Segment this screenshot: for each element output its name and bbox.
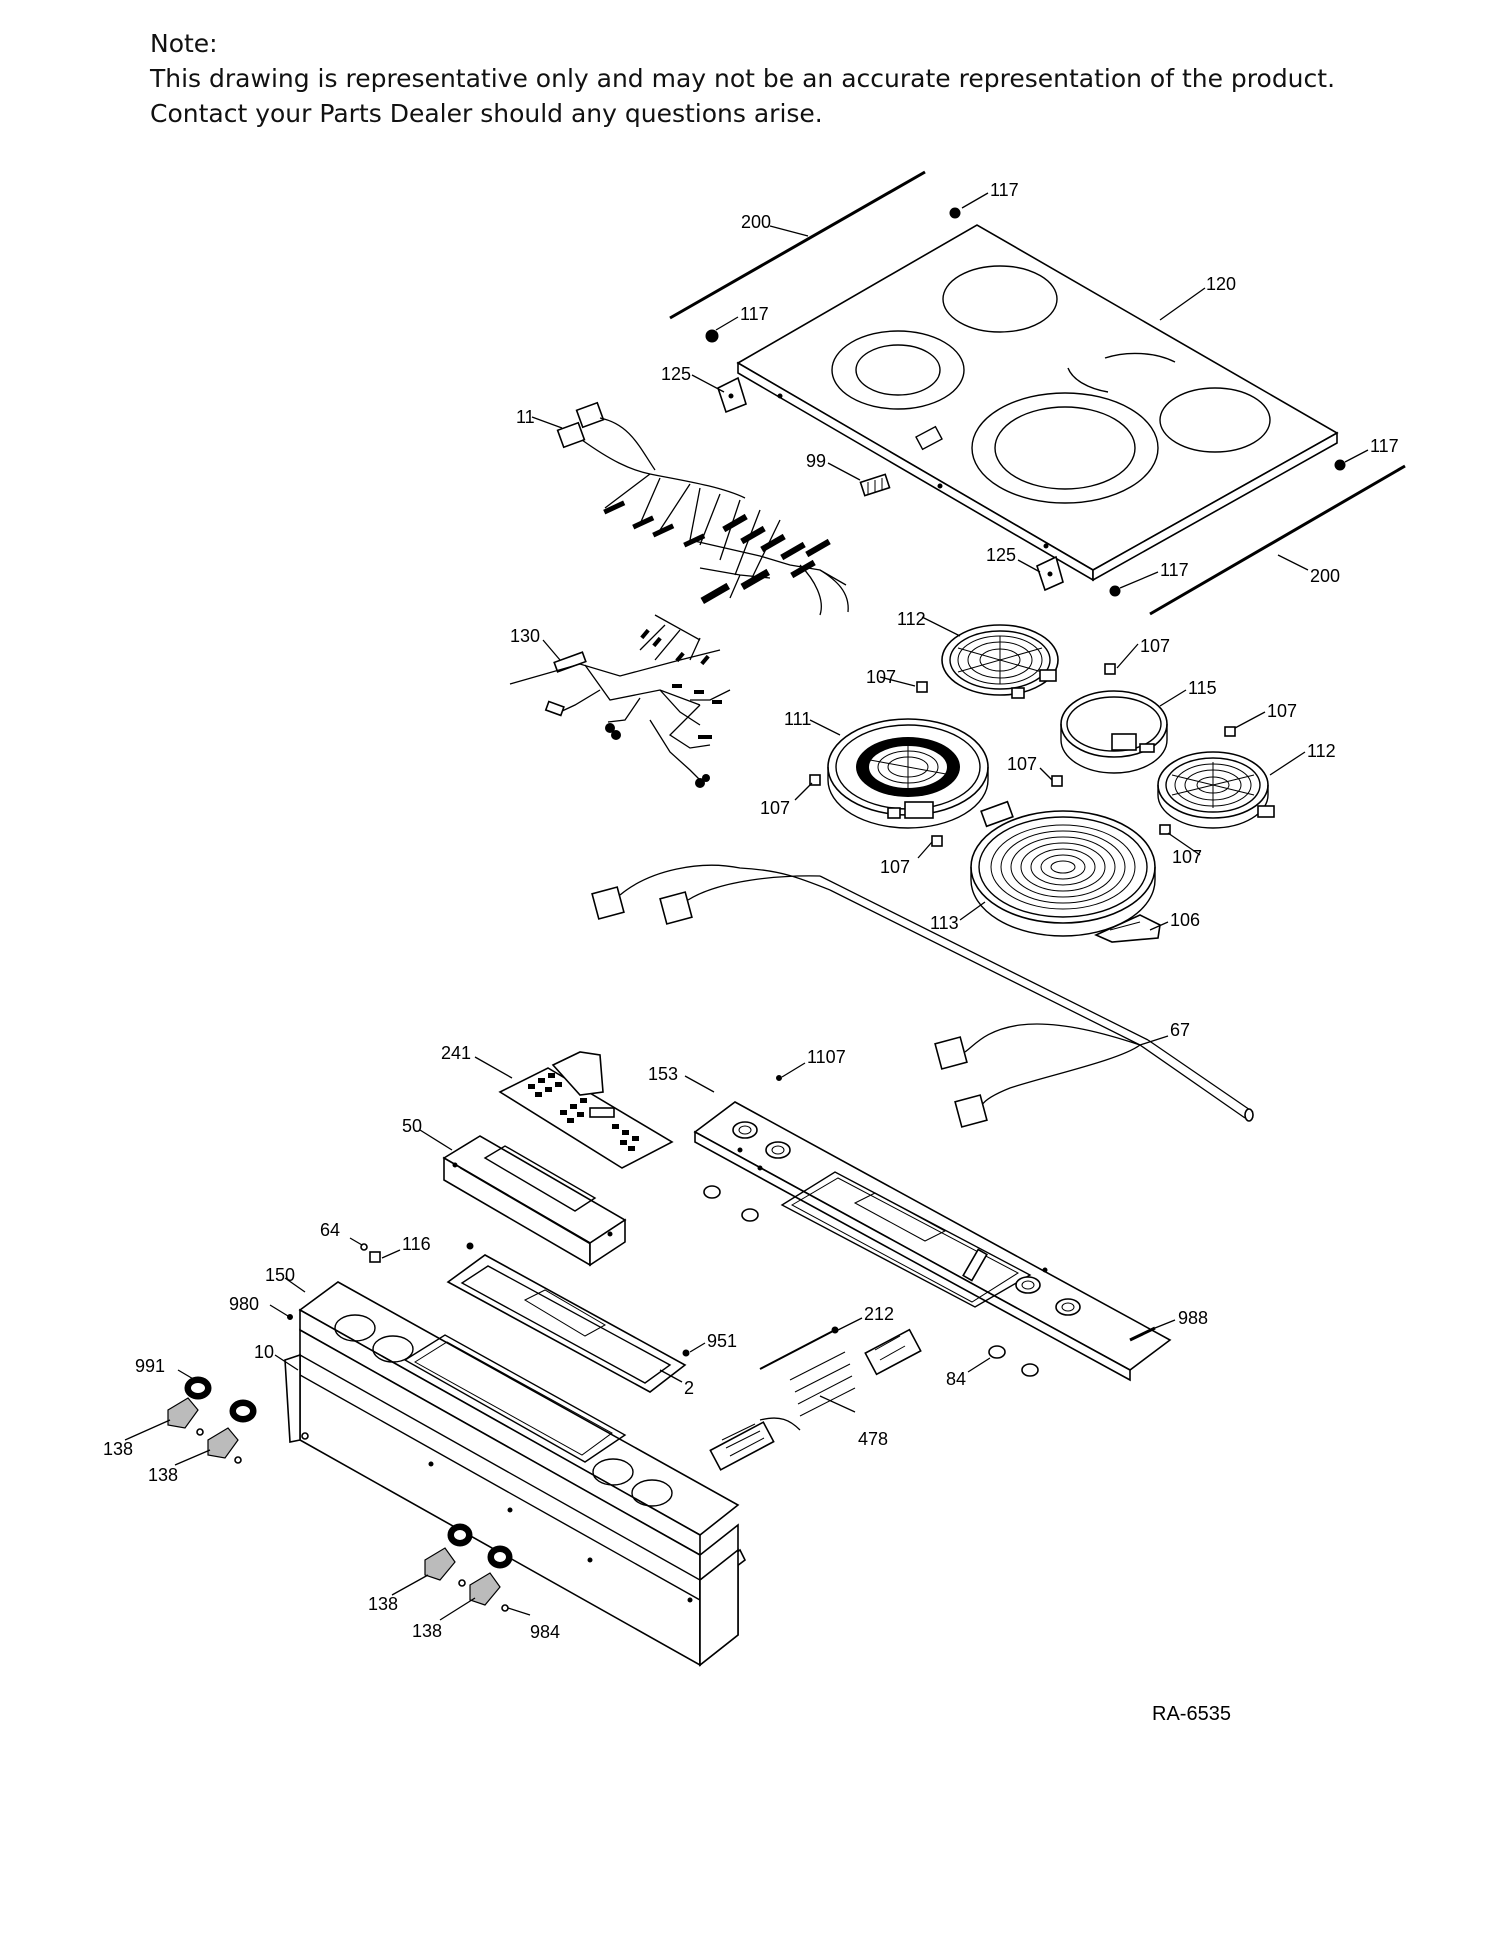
- leader-lines: [124, 192, 1369, 1621]
- callout-107-e: 107: [760, 798, 790, 818]
- callout-107-g: 107: [880, 857, 910, 877]
- callout-107-a: 107: [1140, 636, 1170, 656]
- callout-117-b: 117: [740, 304, 769, 324]
- radiant-element-112-top: [941, 624, 1059, 699]
- callout-10: 10: [254, 1342, 274, 1362]
- terminal-block-99: [859, 473, 891, 497]
- clip-107-parts: [809, 663, 1236, 847]
- callout-138-c: 138: [368, 1594, 398, 1614]
- callout-212: 212: [864, 1304, 894, 1324]
- callout-130: 130: [510, 626, 540, 646]
- callout-980: 980: [229, 1294, 259, 1314]
- dual-element-ring-115: [1060, 690, 1168, 774]
- callout-113: 113: [930, 913, 959, 933]
- callout-138-d: 138: [412, 1621, 442, 1641]
- bumper-117-parts: [705, 207, 1346, 597]
- callout-2: 2: [684, 1378, 694, 1398]
- screw-1107: [776, 1075, 782, 1081]
- callout-112-a: 112: [897, 609, 926, 629]
- bracket-125-parts: [717, 376, 1064, 592]
- callout-125-a: 125: [661, 364, 691, 384]
- callout-11: 11: [516, 407, 535, 427]
- callout-150: 150: [265, 1265, 295, 1285]
- screw-951: [682, 1349, 690, 1357]
- backsplash-panel-153: [693, 1101, 1172, 1382]
- control-board-50: [442, 1135, 627, 1267]
- trim-rod-200-bottom: [1149, 464, 1406, 616]
- screw-64: [360, 1243, 368, 1251]
- callout-138-a: 138: [103, 1439, 133, 1459]
- callout-112-b: 112: [1307, 741, 1336, 761]
- callout-984: 984: [530, 1622, 560, 1642]
- callout-478: 478: [858, 1429, 888, 1449]
- trim-rod-200-top: [669, 170, 926, 320]
- dual-radiant-element-111: [827, 718, 989, 829]
- callout-115: 115: [1188, 678, 1217, 698]
- limiter-part-106: [1094, 914, 1161, 943]
- callout-117-a: 117: [990, 180, 1019, 200]
- callout-991: 991: [135, 1356, 165, 1376]
- callout-64: 64: [320, 1220, 340, 1240]
- callout-117-d: 117: [1160, 560, 1189, 580]
- callout-labels: 200 117 120 117 125 11 99 117 125 117 20…: [103, 180, 1399, 1642]
- note-line-1: This drawing is representative only and …: [150, 64, 1336, 93]
- callout-106: 106: [1170, 910, 1200, 930]
- drawing-note: Note: This drawing is representative onl…: [150, 26, 1335, 131]
- knob-insert-84-parts: [703, 1185, 1039, 1377]
- callout-99: 99: [806, 451, 826, 471]
- bracket-frame-part-2: [446, 1242, 687, 1393]
- radiant-element-112-right: [1157, 751, 1275, 829]
- callout-988: 988: [1178, 1308, 1208, 1328]
- callout-125-b: 125: [986, 545, 1016, 565]
- control-panel-base-10-and-150: [284, 1281, 747, 1667]
- note-line-2: Contact your Parts Dealer should any que…: [150, 99, 823, 128]
- knob-parts: [167, 1376, 513, 1612]
- screw-bottom-left: [301, 1432, 309, 1440]
- wiring-harness-130: [509, 614, 731, 788]
- callout-117-c: 117: [1370, 436, 1399, 456]
- touch-membrane-241: [498, 1051, 674, 1169]
- wiring-harness-67: [591, 864, 1254, 1128]
- callout-50: 50: [402, 1116, 422, 1136]
- callout-951: 951: [707, 1331, 737, 1351]
- callout-116: 116: [402, 1234, 431, 1254]
- drawing-code: RA-6535: [1152, 1703, 1231, 1725]
- callout-200-top: 200: [741, 212, 771, 232]
- callout-67: 67: [1170, 1020, 1190, 1040]
- note-heading: Note:: [150, 29, 218, 58]
- pin-988: [1129, 1326, 1156, 1342]
- screw-980: [287, 1314, 293, 1320]
- callout-153: 153: [648, 1064, 678, 1084]
- radiant-element-113: [970, 800, 1156, 937]
- callout-1107: 1107: [807, 1047, 846, 1067]
- callout-107-d: 107: [1007, 754, 1037, 774]
- callout-241: 241: [441, 1043, 471, 1063]
- rod-212-and-switch-478: [709, 1326, 922, 1471]
- callout-84: 84: [946, 1369, 966, 1389]
- glass-cooktop-part-120: [736, 224, 1339, 582]
- wiring-harness-11: [556, 401, 849, 616]
- callout-107-f: 107: [1172, 847, 1202, 867]
- callout-200-bottom: 200: [1310, 566, 1340, 586]
- callout-111: 111: [784, 709, 811, 729]
- callout-107-c: 107: [1267, 701, 1297, 721]
- callout-107-b: 107: [866, 667, 896, 687]
- callout-138-b: 138: [148, 1465, 178, 1485]
- clip-116: [369, 1251, 381, 1263]
- callout-120: 120: [1206, 274, 1236, 294]
